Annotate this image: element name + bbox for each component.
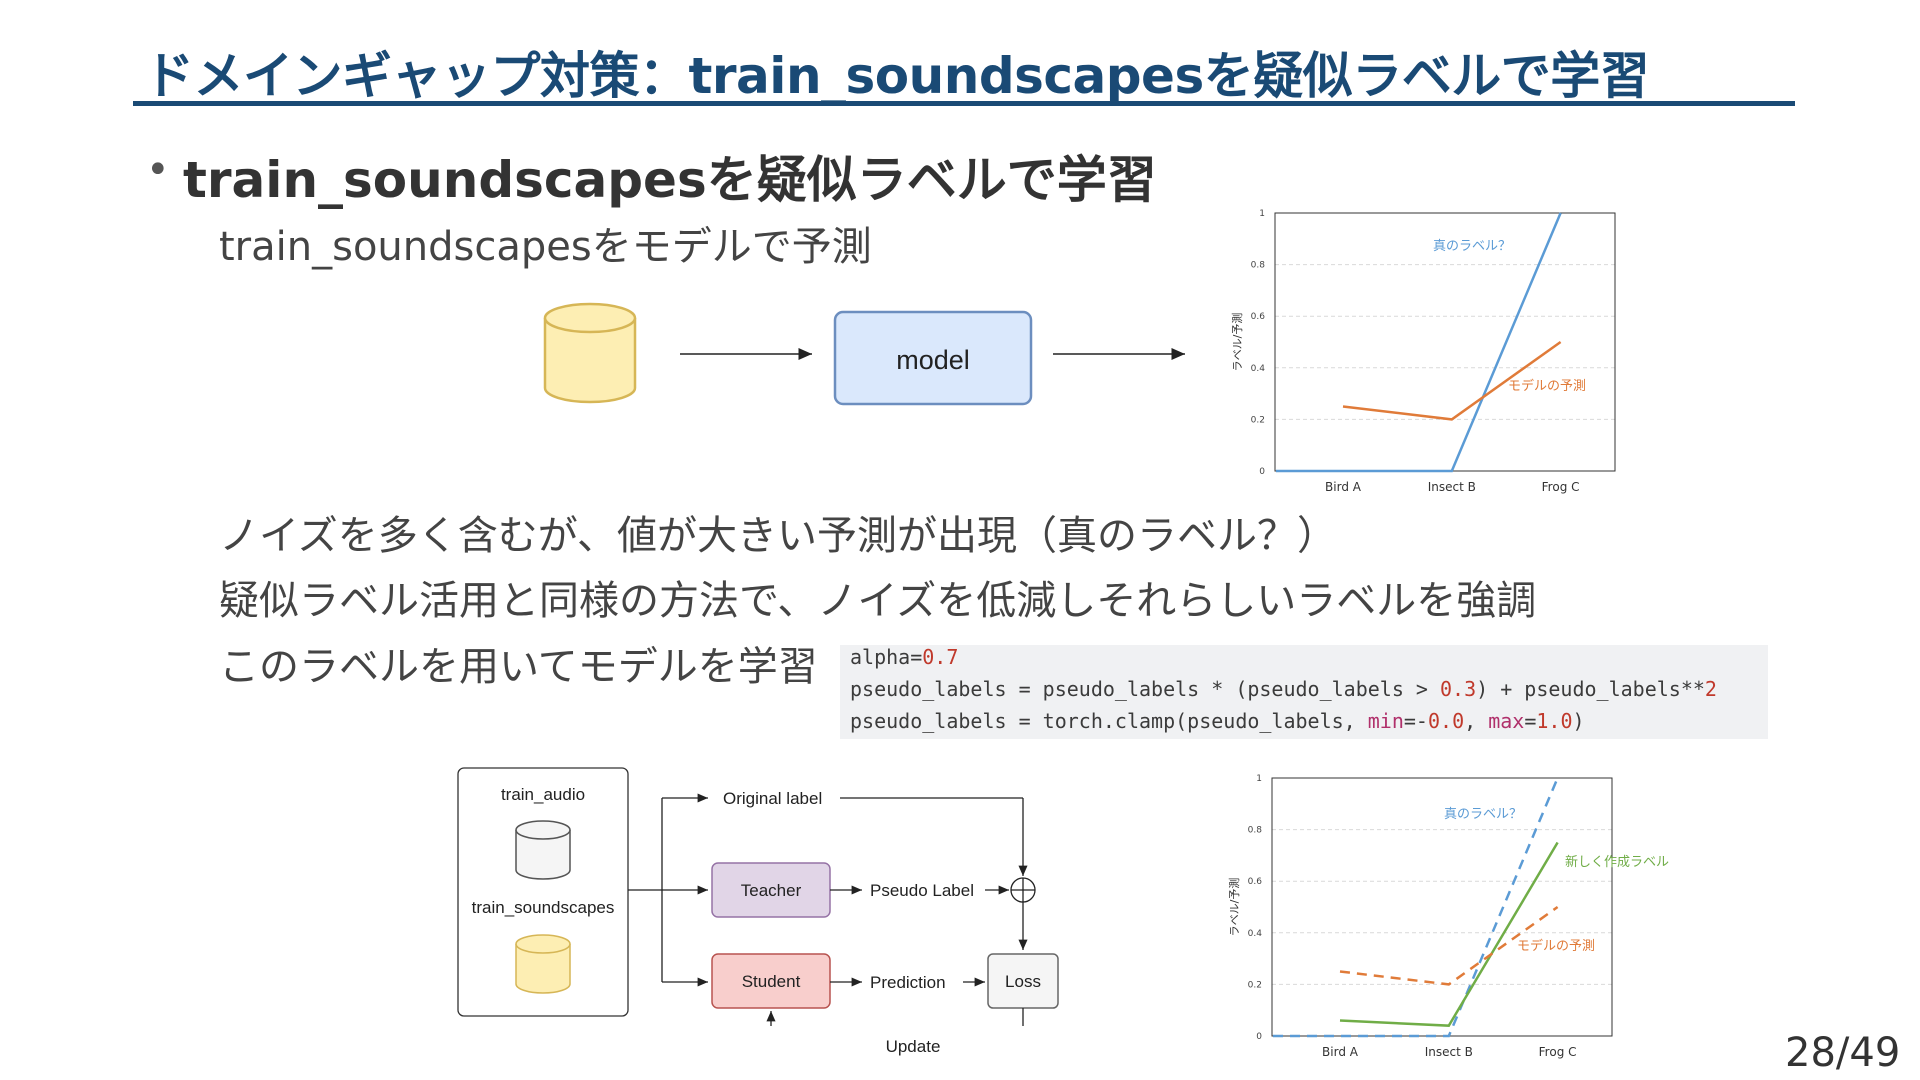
- series-line-1: [1339, 841, 1559, 1027]
- y-tick-label: 0.4: [1248, 929, 1263, 939]
- y-tick-label: 0: [1256, 1032, 1262, 1042]
- series-label: 新しく作成ラベル: [1565, 854, 1669, 870]
- database-icon: [543, 302, 637, 404]
- series-label: 真のラベル？: [1444, 807, 1522, 822]
- train-audio-label: train_audio: [501, 785, 585, 804]
- series-line-0: [1273, 777, 1559, 1038]
- series-line-2: [1339, 905, 1559, 986]
- model-box: [833, 310, 1033, 406]
- code-line-3: pseudo_labels = torch.clamp(pseudo_label…: [850, 709, 1585, 733]
- x-tick-label: Frog C: [1539, 1045, 1577, 1059]
- series-label: 真のラベル？: [1433, 239, 1511, 254]
- x-tick-label: Insect B: [1428, 480, 1476, 494]
- y-tick-label: 0.2: [1248, 980, 1262, 990]
- y-tick-label: 0.8: [1251, 261, 1266, 271]
- code-block: alpha=0.7 pseudo_labels = pseudo_labels …: [840, 645, 1768, 739]
- y-tick-label: 1: [1256, 774, 1262, 784]
- prediction-text: Prediction: [870, 973, 946, 992]
- prediction-diagram: model: [543, 302, 1185, 406]
- y-axis-label: ラベル/予測: [1230, 313, 1244, 372]
- series-line-1: [1342, 340, 1562, 421]
- y-tick-label: 0.4: [1251, 364, 1266, 374]
- teacher-label: Teacher: [741, 881, 802, 900]
- title-divider: [133, 101, 1795, 106]
- train-audio-db-icon: [515, 820, 571, 880]
- y-tick-label: 0: [1259, 467, 1265, 477]
- train-soundscapes-label: train_soundscapes: [472, 898, 615, 917]
- student-label: Student: [742, 972, 801, 991]
- model-label: model: [896, 345, 970, 375]
- series-label: モデルの予測: [1508, 378, 1586, 394]
- data-source-box: [457, 767, 629, 1017]
- original-label-text: Original label: [723, 789, 822, 808]
- series-label: モデルの予測: [1517, 938, 1595, 954]
- loss-label: Loss: [1005, 972, 1041, 991]
- student-box: [711, 953, 831, 1009]
- new-label-chart: 0 0.2 0.4 0.6 0.8 1 ラベル/予測 Bird A Insect B Frog C…: [1227, 774, 1669, 1059]
- sub-line-train: このラベルを用いてモデルを学習: [219, 644, 818, 690]
- teacher-student-diagram: train_audio train_soundscapes Original l…: [457, 767, 1059, 1056]
- y-tick-label: 0.6: [1248, 877, 1263, 887]
- prediction-chart: 0 0.2 0.4 0.6 0.8 1 ラベル/予測 Bird A Insect B Frog C…: [1230, 209, 1616, 494]
- y-tick-label: 0.8: [1248, 826, 1263, 836]
- code-line-2: pseudo_labels = pseudo_labels * (pseudo_…: [850, 677, 1717, 701]
- plus-circle-icon: [1010, 877, 1036, 903]
- train-soundscapes-db-icon: [515, 934, 571, 994]
- x-tick-label: Bird A: [1322, 1045, 1359, 1059]
- sub-line-denoise: 疑似ラベル活用と同様の方法で、ノイズを低減しそれらしいラベルを強調: [219, 578, 1537, 624]
- slide-title: ドメインギャップ対策：train_soundscapesを疑似ラベルで学習: [144, 47, 1650, 105]
- sub-line-noise: ノイズを多く含むが、値が大きい予測が出現（真のラベル？）: [219, 513, 1337, 559]
- pseudo-label-text: Pseudo Label: [870, 881, 974, 900]
- y-tick-label: 0.2: [1251, 415, 1265, 425]
- bullet-marker: •: [146, 147, 170, 193]
- x-tick-label: Insect B: [1425, 1045, 1473, 1059]
- y-tick-label: 1: [1259, 209, 1265, 219]
- y-axis-label: ラベル/予測: [1227, 878, 1241, 937]
- sub-line-predict: train_soundscapesをモデルで予測: [219, 224, 872, 270]
- series-line-0: [1276, 212, 1562, 473]
- x-tick-label: Bird A: [1325, 480, 1362, 494]
- page-number: 28/49: [1785, 1030, 1901, 1076]
- y-tick-label: 0.6: [1251, 312, 1266, 322]
- plot-frame: [1271, 777, 1613, 1037]
- code-line-1: alpha=0.7: [850, 645, 959, 669]
- x-tick-label: Frog C: [1542, 480, 1580, 494]
- bullet-main-text: train_soundscapesを疑似ラベルで学習: [183, 151, 1157, 209]
- update-label: Update: [886, 1037, 941, 1056]
